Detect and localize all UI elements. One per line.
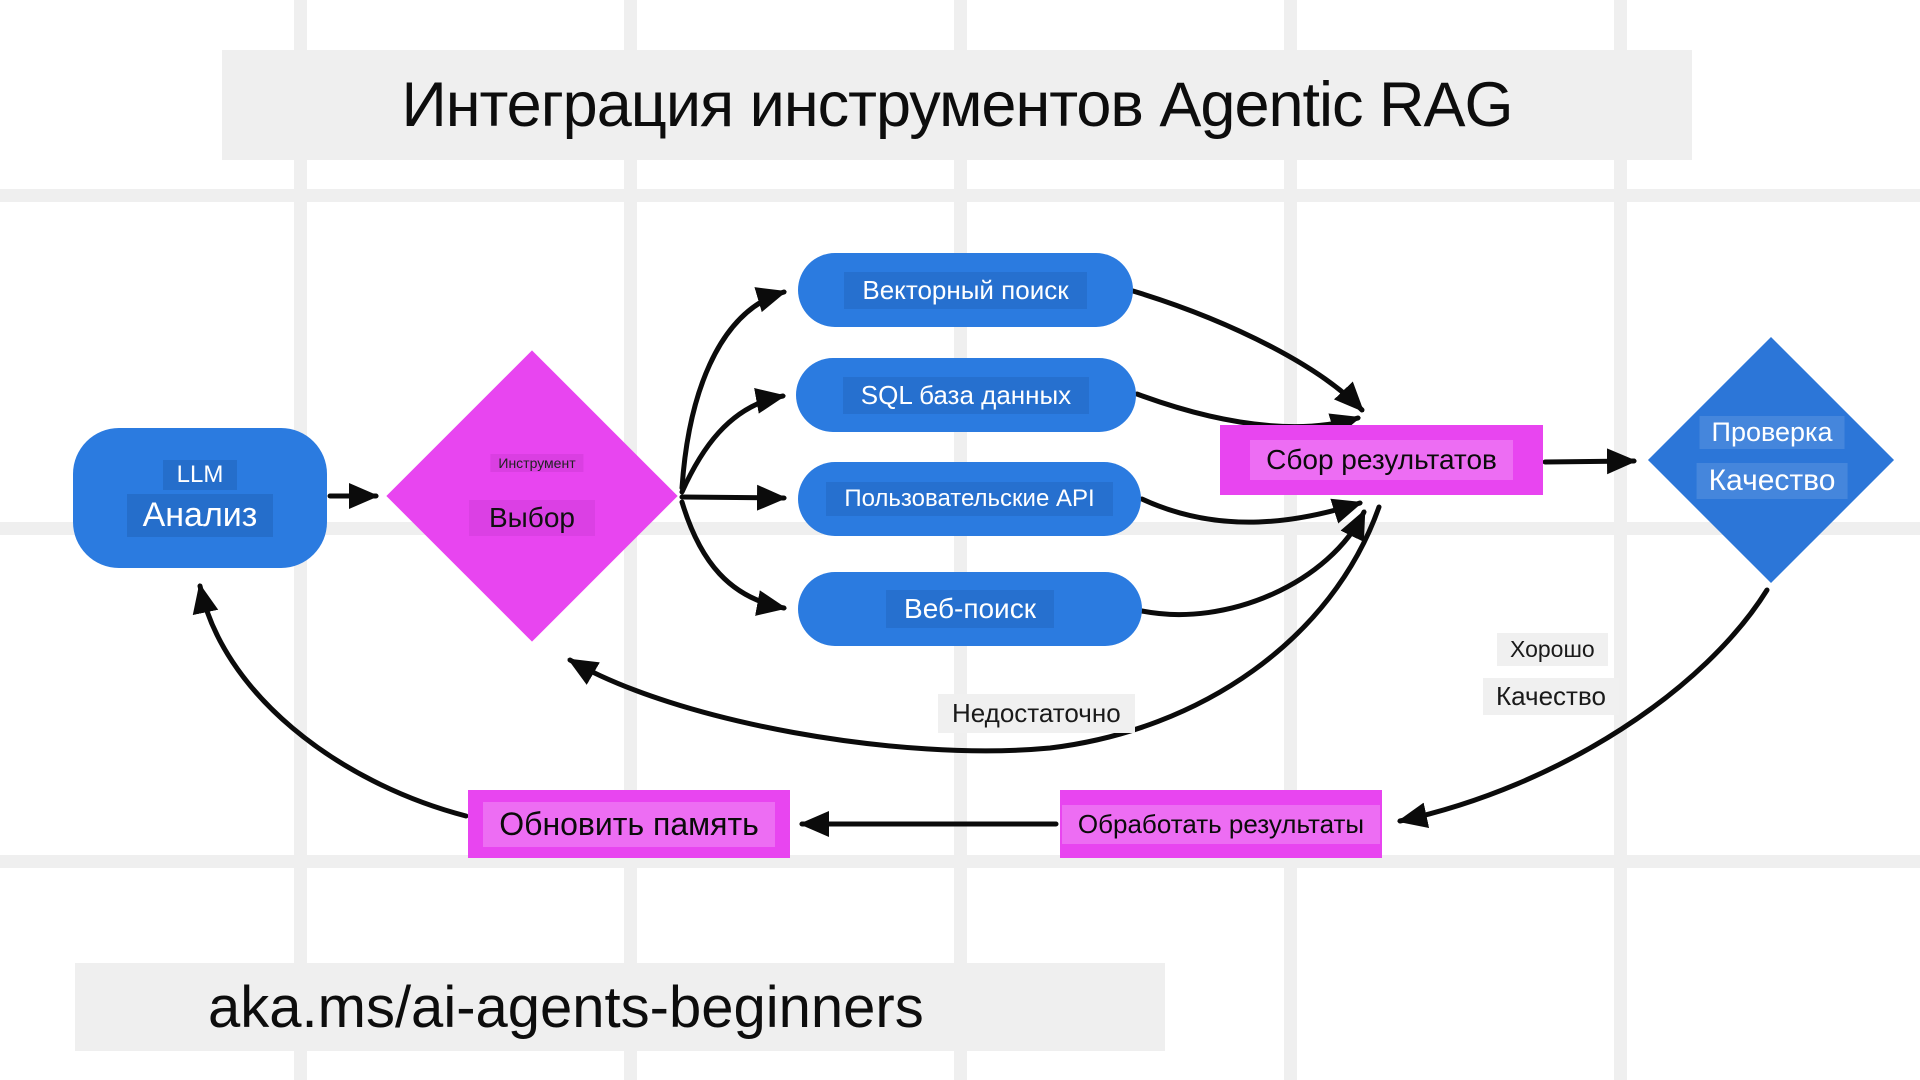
- quality-check-label-line1: Проверка: [1699, 416, 1845, 449]
- tool-select-label-line1: Инструмент: [490, 454, 584, 472]
- arrow-vector-search-to-collect: [1130, 288, 1365, 413]
- footer-banner: aka.ms/ai-agents-beginners: [75, 963, 1165, 1051]
- quality-check-label-line2: Качество: [1696, 463, 1848, 499]
- update-memory-label: Обновить память: [483, 801, 775, 847]
- title-banner: Интеграция инструментов Agentic RAG: [222, 50, 1692, 160]
- tool-pill-sql-database: SQL база данных: [796, 358, 1136, 432]
- arrow-select-to-web-search: [679, 499, 787, 616]
- process-results-box: Обработать результаты: [1060, 790, 1382, 858]
- collect-results-box: Сбор результатов: [1220, 425, 1543, 495]
- good-quality-label-line2: Качество: [1483, 678, 1619, 715]
- llm-node-line1: LLM: [162, 459, 238, 490]
- arrow-insufficient-to-select: [567, 504, 1382, 754]
- tool-pill-vector-search: Векторный поиск: [798, 253, 1133, 327]
- llm-analysis-node: LLM Анализ: [73, 428, 327, 568]
- tool-pill-web-search: Веб-поиск: [798, 572, 1142, 646]
- arrow-select-to-sql-db: [679, 388, 786, 495]
- arrow-update-to-llm: [192, 583, 469, 819]
- process-results-label: Обработать результаты: [1061, 804, 1381, 844]
- arrow-sql-db-to-collect: [1134, 391, 1361, 439]
- tool-pill-custom-api: Пользовательские API: [798, 462, 1141, 536]
- tool-pill-label: Пользовательские API: [826, 482, 1113, 516]
- arrow-collect-to-quality: [1542, 448, 1637, 475]
- diagram-title: Интеграция инструментов Agentic RAG: [401, 70, 1513, 140]
- arrow-web-search-to-collect: [1139, 509, 1367, 617]
- arrow-custom-api-to-collect: [1139, 496, 1363, 525]
- tool-pill-label: Векторный поиск: [844, 271, 1087, 309]
- good-quality-label-line1: Хорошо: [1497, 633, 1608, 666]
- llm-node-line2: Анализ: [126, 493, 274, 537]
- footer-link-text: aka.ms/ai-agents-beginners: [208, 974, 924, 1040]
- arrow-quality-to-process: [1397, 587, 1770, 828]
- arrow-select-to-custom-api: [679, 484, 787, 511]
- arrow-select-to-vector-search: [679, 287, 787, 491]
- tool-select-label-line2: Выбор: [469, 500, 595, 536]
- insufficient-label: Недостаточно: [938, 694, 1135, 733]
- tool-pill-label: Веб-поиск: [886, 590, 1054, 628]
- update-memory-box: Обновить память: [468, 790, 790, 858]
- tool-pill-label: SQL база данных: [842, 376, 1090, 414]
- collect-results-label: Сбор результатов: [1250, 440, 1513, 480]
